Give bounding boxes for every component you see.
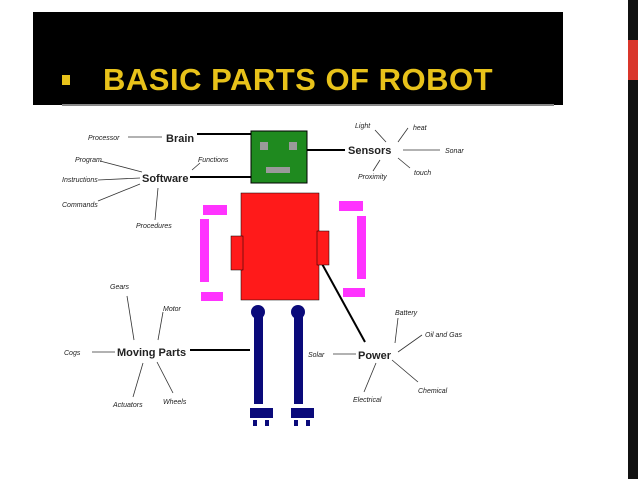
robot-eye-right — [289, 142, 297, 150]
label-brain: Brain — [166, 133, 194, 145]
label-software: Software — [142, 173, 188, 185]
robot-arm-left-top — [203, 205, 227, 215]
label-actuators: Actuators — [112, 402, 143, 409]
label-touch: touch — [414, 170, 431, 177]
robot-shoulder-left — [230, 235, 244, 271]
label-program: Program — [75, 157, 102, 164]
title-bullet — [62, 75, 70, 85]
label-wheels: Wheels — [163, 399, 187, 406]
robot-body — [240, 192, 320, 301]
robot-eye-left — [260, 142, 268, 150]
label-heat: heat — [413, 125, 428, 132]
label-commands: Commands — [62, 202, 98, 209]
label-cogs: Cogs — [64, 350, 81, 357]
robot-hand-left — [201, 292, 223, 301]
robot-foot-right — [291, 408, 314, 418]
right-edge-bar — [628, 0, 638, 479]
robot-leg-right — [294, 312, 303, 404]
robot-shoulder-right — [316, 230, 330, 266]
label-sensors: Sensors — [348, 145, 391, 157]
robot-hand-right — [343, 288, 365, 297]
slide-title: BASIC PARTS OF ROBOT — [103, 62, 494, 97]
label-light: Light — [355, 123, 371, 130]
title-underline — [62, 104, 554, 106]
label-chemical: Chemical — [418, 388, 448, 395]
label-proximity: Proximity — [358, 174, 387, 181]
label-functions: Functions — [198, 157, 229, 164]
robot-arm-right-top — [339, 201, 363, 211]
label-electrical: Electrical — [353, 397, 382, 404]
label-moving-parts: Moving Parts — [117, 347, 186, 359]
robot-leg-left — [254, 312, 263, 404]
label-sonar: Sonar — [445, 148, 464, 155]
power-connector — [320, 261, 366, 343]
right-edge-accent — [628, 40, 638, 80]
title-bar — [33, 12, 563, 105]
robot-mouth — [266, 167, 290, 173]
label-instructions: Instructions — [62, 177, 98, 184]
robot-head — [250, 130, 308, 184]
label-power: Power — [358, 350, 392, 362]
label-oil-and-gas: Oil and Gas — [425, 332, 462, 339]
robot-arm-right — [357, 216, 366, 279]
label-battery: Battery — [395, 310, 418, 317]
label-solar: Solar — [308, 352, 325, 359]
label-motor: Motor — [163, 306, 182, 313]
label-processor: Processor — [88, 135, 120, 142]
label-gears: Gears — [110, 284, 130, 291]
robot-arm-left — [200, 219, 209, 282]
robot-foot-left — [250, 408, 273, 418]
label-procedures: Procedures — [136, 223, 172, 230]
